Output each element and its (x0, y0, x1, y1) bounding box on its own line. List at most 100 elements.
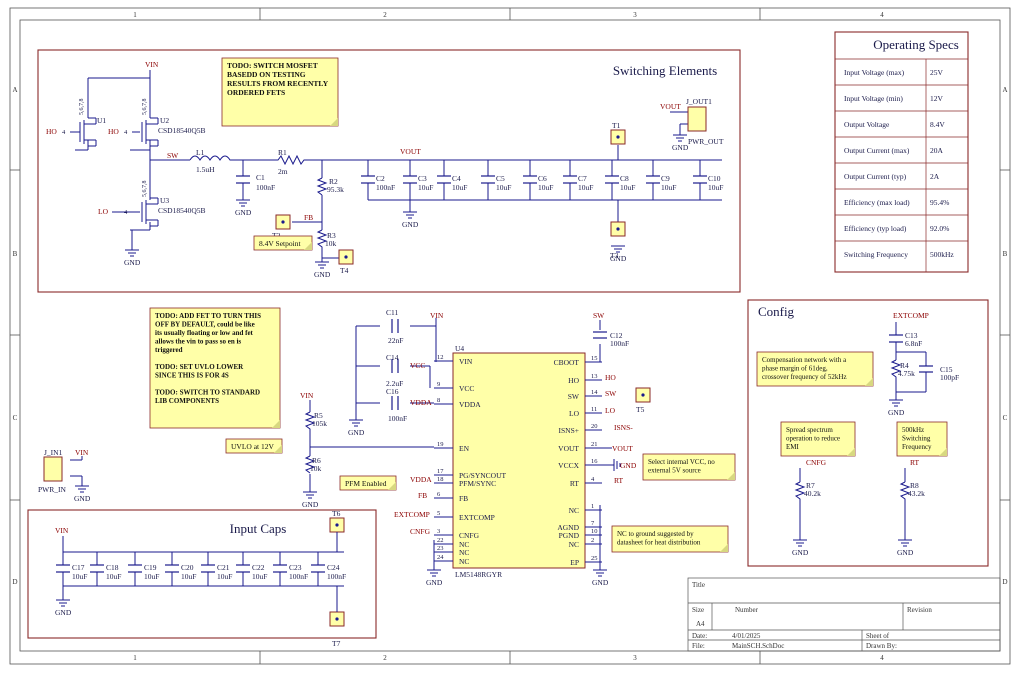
ground-label: GND (888, 408, 905, 417)
output-capacitor-ref: C2 (376, 174, 385, 183)
net-vout-jout: VOUT (660, 102, 681, 111)
ic-pin-number: 8 (437, 397, 440, 404)
input-capacitor-value: 100nF (327, 572, 346, 581)
ground-label: GND (314, 270, 331, 279)
ground-label: GND (302, 500, 319, 509)
note-todo-fet-line: TODO: SET UVLO LOWER (155, 363, 244, 371)
ground-label: GND (610, 254, 627, 263)
ic-u4-body (452, 352, 586, 569)
ground-icon: GND (74, 485, 91, 503)
col-label-top-1: 1 (133, 11, 137, 19)
c1-ref: C1 (256, 173, 265, 182)
note-setpoint: 8.4V Setpoint (253, 235, 313, 251)
spec-label: Input Voltage (max) (844, 68, 905, 77)
ic-pin-number: 12 (437, 354, 444, 361)
net-cnfg-ic: CNFG (410, 527, 431, 536)
input-caps-section-title: Input Caps (230, 521, 287, 536)
r1-value: 2m (278, 167, 288, 176)
u2-gate-pin: 4 (124, 129, 128, 136)
note-freq-line: 500kHz (902, 426, 924, 434)
tb-size-value: A4 (696, 620, 705, 628)
spec-value: 95.4% (930, 198, 949, 207)
note-comp-line: crossover frequency of 52kHz (762, 373, 847, 381)
output-capacitor-value: 10uF (578, 183, 593, 192)
net-vin-incaps: VIN (55, 526, 69, 535)
u3-pins-drain: 5,6,7,8 (142, 181, 148, 198)
ic-pin-name: PFM/SYNC (459, 479, 496, 488)
ic-pin-name: VCCX (558, 461, 579, 470)
t3-ref: T3 (610, 251, 619, 260)
mosfet-u2 (141, 117, 159, 147)
ic-pin-number: 3 (437, 528, 440, 535)
specs-title: Operating Specs (873, 37, 959, 52)
wires-switching (70, 70, 722, 262)
c15-ref: C15 (940, 365, 953, 374)
ic-pin-number: 2 (591, 537, 594, 544)
net-sw-ic: SW (605, 389, 617, 398)
net-ho-1: HO (46, 127, 57, 136)
note-pfm: PFM Enabled (339, 475, 397, 491)
spec-value: 2A (930, 172, 940, 181)
ic-pin-name: NC (459, 540, 469, 549)
ic-pin-name: LO (569, 409, 580, 418)
ic-pin-number: 25 (591, 555, 598, 562)
note-freq-line: Frequency (902, 443, 932, 451)
row-label-right-c: C (1003, 414, 1008, 422)
r7-ref: R7 (806, 481, 815, 490)
note-vcc-line: Select internal VCC, no (648, 458, 715, 466)
net-extcomp-cfg: EXTCOMP (893, 311, 929, 320)
output-capacitor-value: 100nF (376, 183, 395, 192)
note-uvlo-line: UVLO at 12V (231, 442, 274, 451)
note-mosfet-line: BASEDD ON TESTING (227, 70, 306, 79)
output-capacitor-value: 10uF (418, 183, 433, 192)
spec-label: Output Current (typ) (844, 172, 907, 181)
ic-pin-number: 9 (437, 381, 440, 388)
input-capacitor-value: 10uF (181, 572, 196, 581)
note-vcc-line: external 5V source (648, 467, 701, 475)
output-capacitor-ref: C6 (538, 174, 547, 183)
row-label-left-d: D (12, 578, 17, 586)
t7-ref: T7 (332, 639, 341, 648)
tb-drawn-label: Drawn By: (866, 642, 897, 650)
net-sw-ic-top: SW (593, 311, 605, 320)
ic-pin-number: 10 (591, 528, 598, 535)
output-capacitor-value: 10uF (661, 183, 676, 192)
c12-value: 100nF (610, 339, 629, 348)
ground-label: GND (672, 143, 689, 152)
tb-size-label: Size (692, 606, 704, 614)
net-vin-ic: VIN (430, 311, 444, 320)
u1-pins-drain: 5,6,7,8 (79, 99, 85, 116)
output-capacitor-ref: C8 (620, 174, 629, 183)
r5-ref: R5 (314, 411, 323, 420)
tb-file-value: MainSCH.SchDoc (732, 642, 784, 650)
ground-icon: GND (402, 211, 419, 229)
ic-pin-number: 14 (591, 389, 598, 396)
ic-pin-name: VDDA (459, 400, 481, 409)
ic-pin-number: 23 (437, 545, 444, 552)
r1-ref: R1 (278, 148, 287, 157)
u2-pins-drain: 5,6,7,8 (142, 99, 148, 116)
resistor-r4 (890, 359, 902, 378)
row-label-left-b: B (13, 250, 18, 258)
ic-pin-name: NC (569, 506, 579, 515)
net-vcc: VCC (410, 361, 425, 370)
tb-revision-label: Revision (907, 606, 932, 614)
r6-value: 10k (310, 464, 322, 473)
connector-j-out1 (687, 106, 707, 132)
spec-label: Output Current (max) (844, 146, 910, 155)
ic-pin-number: 4 (591, 476, 595, 483)
spec-value: 25V (930, 68, 944, 77)
resistor-r7 (794, 481, 806, 501)
r6-ref: R6 (312, 456, 321, 465)
ic-pin-number: 20 (591, 423, 598, 430)
ground-icon: GND (592, 569, 609, 587)
spec-value: 20A (930, 146, 944, 155)
ic-pin-name: PGND (559, 531, 580, 540)
ground-label: GND (592, 578, 609, 587)
col-label-bottom-4: 4 (880, 654, 884, 662)
ic-pin-name: VCC (459, 384, 474, 393)
